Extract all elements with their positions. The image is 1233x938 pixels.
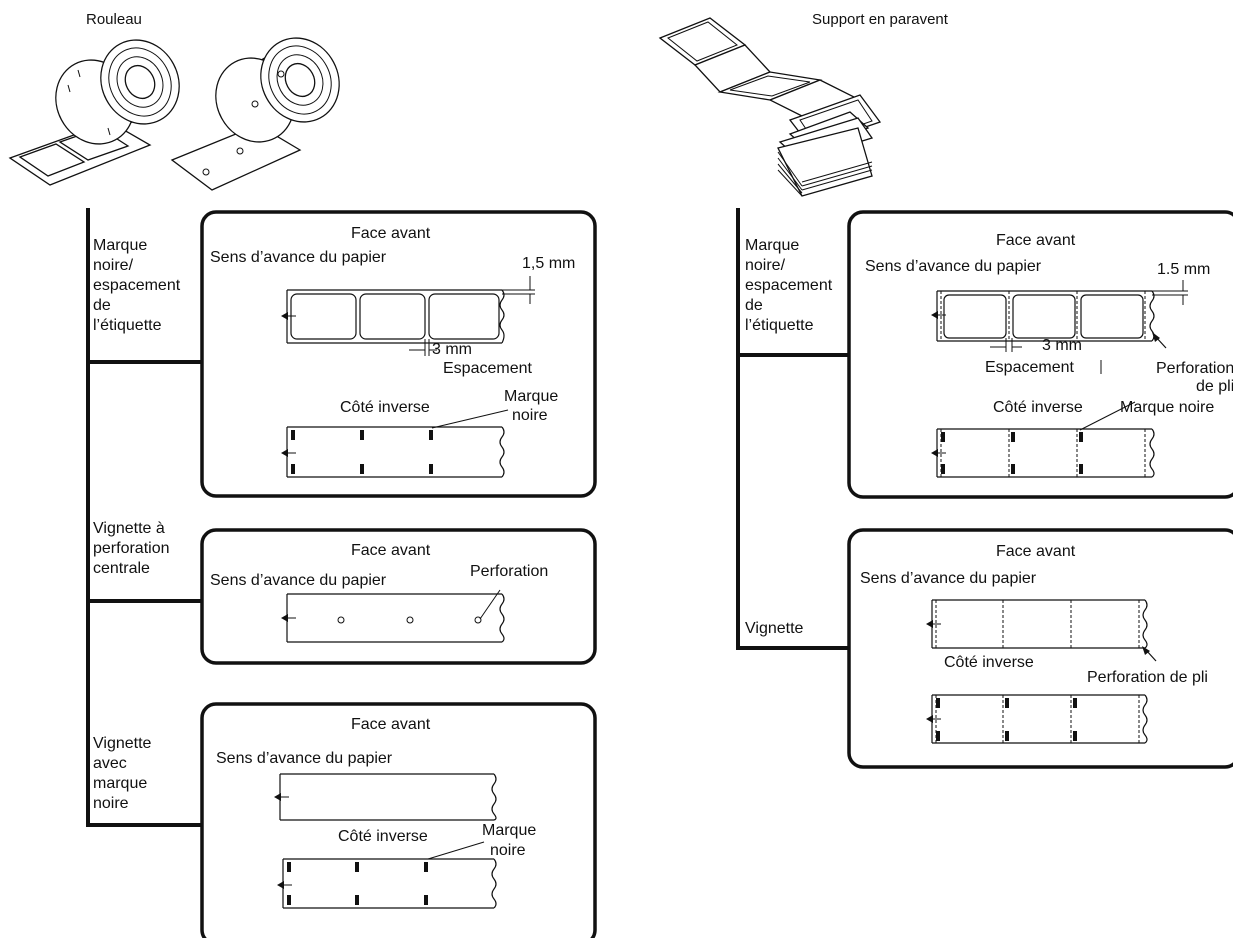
feed-direction-label: Sens d’avance du papier: [860, 570, 1037, 587]
feed-direction-label: Sens d’avance du papier: [865, 258, 1042, 275]
fanfold-tag-panel: Face avant Sens d’avance du papier Côté …: [847, 528, 1233, 769]
top-margin-dimension: 1,5 mm: [522, 255, 575, 272]
type-label-line: noire/: [745, 257, 786, 274]
roll-type-label-tag-blackmark: Vignette avec marque noire: [93, 735, 152, 812]
roll-type-label-blackmark-gap: Marque noire/ espacement de l’étiquette: [93, 237, 181, 334]
roll-tree: [86, 208, 202, 827]
type-label-line: Marque: [93, 237, 147, 254]
black-mark-label-line: noire: [490, 842, 526, 859]
type-label-line: noire/: [93, 257, 134, 274]
type-label-line: espacement: [745, 277, 833, 294]
black-mark-label: Marque noire: [1120, 399, 1214, 416]
type-label-line: Vignette: [93, 735, 152, 752]
roll-blackmark-gap-panel: Face avant Sens d’avance du papier 1,5 m…: [200, 210, 597, 498]
black-mark-label-line: Marque: [482, 822, 536, 839]
roll-type-label-center-hole: Vignette à perforation centrale: [93, 520, 170, 577]
front-side-title: Face avant: [996, 543, 1076, 560]
type-label-line: de: [93, 297, 111, 314]
fold-perforation-label-line: de pli: [1196, 378, 1233, 395]
fanfold-type-label-blackmark-gap: Marque noire/ espacement de l’étiquette: [745, 237, 833, 334]
feed-direction-label: Sens d’avance du papier: [210, 572, 387, 589]
gap-label: Espacement: [985, 359, 1074, 376]
type-label-line: marque: [93, 775, 147, 792]
back-side-title: Côté inverse: [340, 399, 430, 416]
gap-dimension: 3 mm: [1042, 337, 1082, 354]
back-side-title: Côté inverse: [944, 654, 1034, 671]
front-side-title: Face avant: [996, 232, 1076, 249]
top-margin-dimension: 1.5 mm: [1157, 261, 1210, 278]
front-side-title: Face avant: [351, 542, 431, 559]
gap-dimension: 3 mm: [432, 341, 472, 358]
fold-perforation-label-line: Perforation: [1156, 360, 1233, 377]
fanfold-type-label-tag: Vignette: [745, 620, 804, 637]
type-label-line: noire: [93, 795, 129, 812]
fanfold-blackmark-gap-panel: Face avant Sens d’avance du papier 1.5 m…: [847, 210, 1233, 499]
label-roll-illustration: [8, 39, 180, 186]
back-side-title: Côté inverse: [338, 828, 428, 845]
type-label-line: Vignette: [745, 620, 804, 637]
front-side-title: Face avant: [351, 716, 431, 733]
black-mark-label-line: noire: [512, 407, 548, 424]
feed-direction-label: Sens d’avance du papier: [216, 750, 393, 767]
fanfold-stack-illustration: [658, 17, 882, 197]
back-side-title: Côté inverse: [993, 399, 1083, 416]
type-label-line: avec: [93, 755, 127, 772]
roll-title: Rouleau: [86, 11, 142, 28]
type-label-line: perforation: [93, 540, 170, 557]
gap-label: Espacement: [443, 360, 532, 377]
type-label-line: l’étiquette: [93, 317, 162, 334]
type-label-line: Vignette à: [93, 520, 165, 537]
type-label-line: espacement: [93, 277, 181, 294]
type-label-line: centrale: [93, 560, 150, 577]
roll-center-hole-panel: Face avant Sens d’avance du papier Perfo…: [200, 528, 597, 665]
hole-label: Perforation: [470, 563, 548, 580]
type-label-line: de: [745, 297, 763, 314]
black-mark-label-line: Marque: [504, 388, 558, 405]
front-side-title: Face avant: [351, 225, 431, 242]
fanfold-tree: [736, 208, 849, 650]
roll-tag-blackmark-panel: Face avant Sens d’avance du papier Côté …: [200, 702, 597, 938]
type-label-line: Marque: [745, 237, 799, 254]
type-label-line: l’étiquette: [745, 317, 814, 334]
feed-direction-label: Sens d’avance du papier: [210, 249, 387, 266]
hole-roll-illustration: [170, 37, 340, 191]
fanfold-title: Support en paravent: [812, 11, 949, 28]
fold-perforation-label: Perforation de pli: [1087, 669, 1208, 686]
